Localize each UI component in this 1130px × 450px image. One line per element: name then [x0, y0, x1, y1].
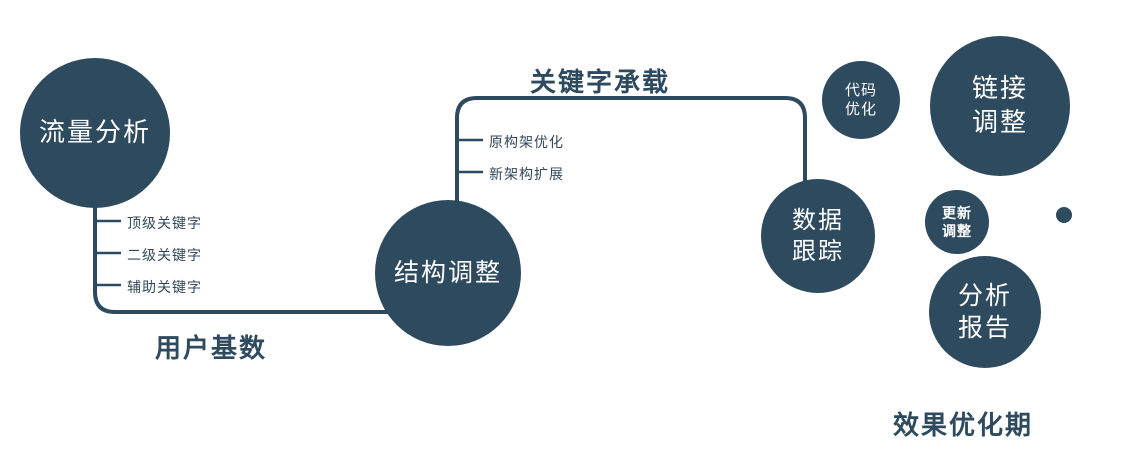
node-code-optimization-line2: 优化 [844, 101, 877, 118]
branch-label-new-architecture: 新架构扩展 [489, 166, 564, 182]
branch-label-auxiliary-keyword: 辅助关键字 [127, 279, 202, 295]
node-structure-adjustment: 结构调整 [375, 200, 521, 346]
branch-label-top-keyword: 顶级关键字 [127, 215, 202, 231]
node-traffic-analysis: 流量分析 [20, 58, 170, 208]
node-data-tracking-line2: 跟踪 [792, 238, 844, 265]
node-link-adjustment-line1: 链接 [971, 73, 1028, 104]
branch-label-original-architecture: 原构架优化 [489, 134, 564, 150]
node-data-tracking: 数据 跟踪 [761, 179, 875, 293]
connector-traffic-to-structure [93, 196, 394, 314]
edge-label-user-base: 用户基数 [155, 333, 268, 363]
node-data-tracking-line1: 数据 [792, 206, 844, 234]
edge-label-keyword-bearing: 关键字承载 [530, 67, 671, 97]
branch-label-secondary-keyword: 二级关键字 [127, 247, 202, 263]
node-code-optimization-line1: 代码 [844, 81, 877, 99]
connector-structure-to-data [455, 96, 807, 205]
node-traffic-analysis-label: 流量分析 [38, 117, 151, 148]
node-update-adjustment-line1: 更新 [942, 204, 972, 221]
node-structure-adjustment-label: 结构调整 [393, 258, 502, 287]
node-link-adjustment-line2: 调整 [971, 107, 1028, 137]
node-link-adjustment: 链接 调整 [930, 36, 1070, 176]
node-analysis-report-line2: 报告 [957, 314, 1012, 342]
node-update-adjustment: 更新 调整 [925, 190, 989, 254]
node-update-adjustment-line2: 调整 [942, 223, 972, 239]
small-dot-marker [1056, 207, 1072, 223]
node-analysis-report: 分析 报告 [929, 256, 1041, 368]
node-analysis-report-line1: 分析 [957, 281, 1012, 310]
node-code-optimization: 代码 优化 [822, 61, 900, 139]
footer-label-effect-optimization: 效果优化期 [893, 410, 1034, 440]
